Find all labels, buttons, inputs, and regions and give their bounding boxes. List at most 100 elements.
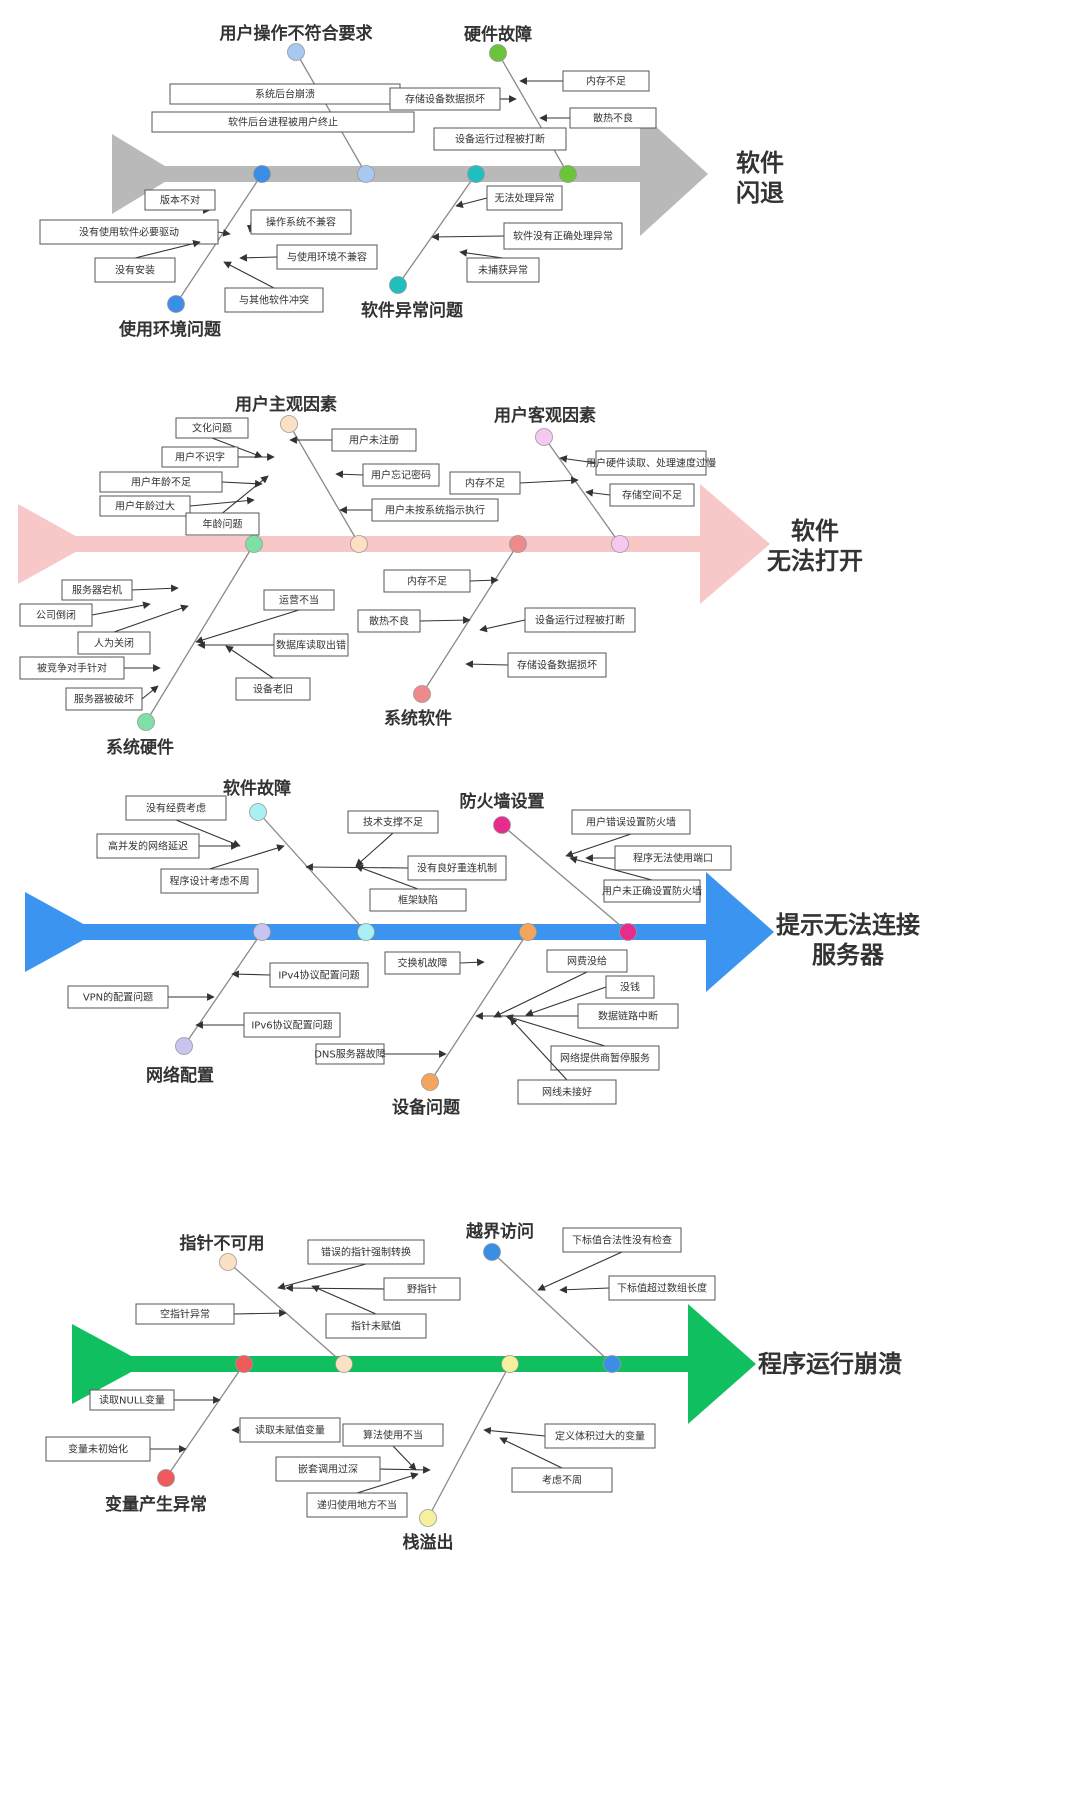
fishbone-diagram: 程序运行崩溃错误的指针强制转换野指针空指针异常指针未赋值指针不可用下标值合法性没… [45,1221,902,1553]
spine-tail [18,504,90,584]
cause-label: 用户未注册 [349,434,399,447]
cause-box [250,209,352,235]
cause-label: 设备运行过程被打断 [455,133,545,146]
cause-label: 下标值合法性没有检查 [572,1234,672,1247]
category-dot [280,415,298,433]
cause-box [307,1239,425,1265]
cause-box [486,185,563,211]
cause-box [235,677,311,701]
spine-junction-dot [467,165,485,183]
cause-arrow [459,958,485,967]
cause-label: IPv4协议配置问题 [278,969,359,982]
category-label: 防火墙设置 [460,791,545,812]
category-dot [535,428,553,446]
cause-box [306,1492,408,1518]
cause-box [125,795,227,821]
cause-arrow [537,1251,623,1291]
cause-label: 指针未赋值 [351,1320,401,1333]
spine-tail [25,892,98,972]
category-dot [419,1509,437,1527]
cause-label: 没有良好重连机制 [417,862,497,875]
cause-arrow [285,1284,385,1292]
category-dot [493,816,511,834]
cause-arrow [569,856,653,881]
cause-category: 版本不对没有使用软件必要驱动操作系统不兼容与使用环境不兼容没有安装与其他软件冲突… [39,165,378,340]
cause-box [383,1277,461,1301]
cause-box [571,809,691,835]
cause-label: 服务器被破坏 [74,693,134,706]
cause-box [175,417,249,439]
category-label: 用户主观因素 [235,394,337,415]
cause-label: 交换机故障 [398,957,448,970]
category-label: 硬件故障 [464,24,532,45]
cause-label: 没有使用软件必要驱动 [79,226,179,239]
cause-box [19,656,125,680]
category-label: 栈溢出 [403,1532,454,1553]
category-label: 用户客观因素 [494,405,596,426]
cause-label: 无法处理异常 [495,192,555,205]
category-dot [421,1073,439,1091]
cause-arrow [459,249,504,259]
cause-arrow [277,1263,367,1290]
category-label: 用户操作不符合要求 [220,23,373,44]
cause-label: 技术支撑不足 [363,816,423,829]
cause-label: 下标值超过数组长度 [617,1282,707,1295]
cause-label: 读取未赋值变量 [255,1424,325,1437]
spine-junction-dot [519,923,537,941]
cause-box [96,833,200,859]
cause-arrow [465,660,509,669]
cause-arrow [493,971,588,1018]
category-bone [165,1363,245,1479]
cause-label: 错误的指针强制转换 [321,1246,411,1259]
cause-label: 空指针异常 [160,1308,210,1321]
cause-box [362,463,440,487]
cause-box [507,652,607,678]
cause-category: 算法使用不当定义体积过大的变量嵌套调用过深考虑不周递归使用地方不当栈溢出 [275,1355,656,1553]
cause-label: 没有安装 [115,264,155,277]
fishbone-diagram: 软件无法打开文化问题用户未注册用户不识字用户忘记密码用户年龄不足用户年龄过大用户… [18,394,863,758]
spine-tail [112,134,178,214]
cause-box [273,633,349,657]
spine-junction-dot [619,923,637,941]
cause-label: 散热不良 [369,615,409,628]
category-label: 网络配置 [146,1065,214,1086]
cause-box [263,589,335,611]
cause-label: 野指针 [407,1283,437,1296]
cause-box [371,498,499,522]
cause-label: 操作系统不兼容 [266,216,336,229]
effect-label: 无法打开 [767,547,863,575]
cause-arrow [231,970,271,979]
cause-label: 变量未初始化 [68,1443,128,1456]
cause-label: DNS服务器故障 [314,1048,386,1061]
cause-label: 用户未按系统指示执行 [385,504,485,517]
category-label: 软件故障 [223,778,291,799]
cause-box [608,1275,716,1301]
cause-box [546,949,628,973]
cause-label: 设备老旧 [253,683,293,696]
spine-arrowhead [640,112,708,236]
cause-category: 交换机故障网费没给没钱数据链路中断DNS服务器故障网络提供商暂停服务网线未接好设… [314,923,679,1118]
category-bone [175,173,263,305]
cause-arrow [239,253,278,262]
cause-category: 服务器宕机运营不当公司倒闭人为关闭数据库读取出错被竞争对手针对设备老旧服务器被破… [19,535,349,758]
cause-label: 存储设备数据损坏 [517,659,597,672]
cause-box [449,471,521,495]
spine [68,924,716,940]
category-dot [489,44,507,62]
cause-arrow [509,1017,568,1081]
cause-label: 公司倒闭 [36,609,76,622]
cause-arrow [431,233,505,241]
cause-label: 用户年龄过大 [115,500,175,513]
cause-arrow [225,645,274,679]
cause-box [357,609,421,633]
cause-arrow [131,584,179,593]
cause-label: 与使用环境不兼容 [287,251,367,264]
cause-arrow [221,479,263,488]
category-label: 系统硬件 [106,737,174,758]
cause-arrow [335,470,364,479]
spine-junction-dot [611,535,629,553]
cause-arrow [217,229,231,237]
cause-box [269,962,369,988]
cause-arrow [311,1285,377,1315]
